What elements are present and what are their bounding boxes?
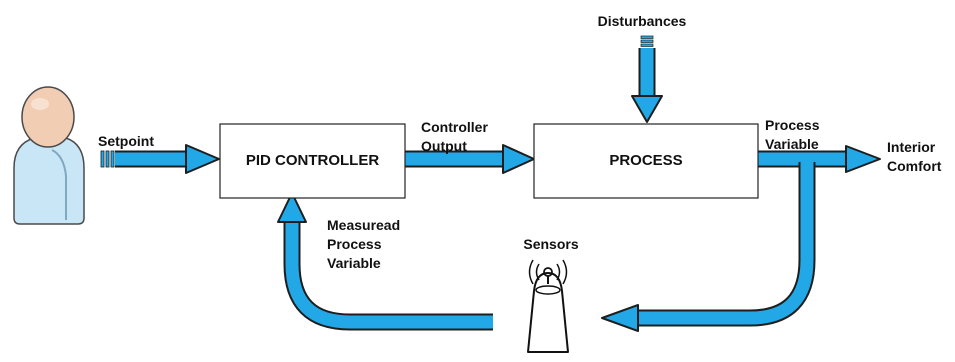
process-block: PROCESS — [533, 123, 759, 199]
setpoint-arrow — [100, 144, 220, 174]
interior-comfort-label: Interior Comfort — [887, 139, 942, 174]
pid-controller-block: PID CONTROLLER — [219, 123, 406, 199]
process-variable-label: Process Variable — [765, 117, 823, 152]
sensors-label: Sensors — [523, 236, 578, 252]
disturbances-label: Disturbances — [598, 13, 687, 29]
feedback-to-sensors-arrow — [601, 160, 816, 332]
setpoint-label: Setpoint — [98, 133, 154, 149]
user-icon — [13, 86, 85, 225]
process-variable-arrow — [757, 145, 881, 173]
pid-controller-label: PID CONTROLLER — [246, 152, 379, 169]
controller-output-arrow — [404, 144, 535, 174]
controller-output-label: Controller Output — [421, 119, 492, 154]
process-label: PROCESS — [609, 152, 682, 169]
measured-process-variable-label: Measuread Process Variable — [327, 217, 404, 271]
disturbances-arrow — [631, 35, 663, 123]
measured-variable-arrow — [277, 192, 493, 331]
sensor-antenna-icon — [527, 259, 569, 353]
